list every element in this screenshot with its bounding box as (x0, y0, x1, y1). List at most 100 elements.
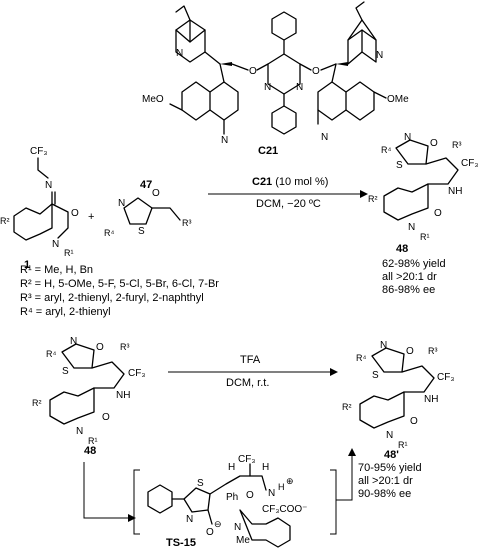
ts-cf3: CF₃ (238, 454, 255, 465)
reagent-47-structure: N S O R³ R⁴ (104, 188, 192, 238)
product48p-n: N (380, 340, 387, 351)
product48-n: N (404, 132, 411, 143)
product48p-o2: O (410, 416, 418, 427)
start48-n: N (70, 336, 77, 347)
start-48-structure: R⁴ N O S R³ CF₃ NH O N R¹ R² (32, 336, 145, 446)
reagent1-label: 1 (24, 259, 30, 271)
start48-r3: R³ (120, 342, 130, 352)
ts-nh: N (268, 488, 275, 499)
reaction2-ee: 90-98% ee (358, 488, 412, 500)
product-48prime-structure: R⁴ N O S R³ CF₃ NH O N R¹ R² (342, 340, 454, 450)
catalyst-o-left: O (249, 66, 257, 77)
ts-s: S (197, 478, 204, 489)
ts-plus: ⊕ (286, 476, 294, 486)
start48-nh: NH (116, 390, 130, 401)
start48-n2: N (76, 426, 83, 437)
reagent47-o: O (152, 188, 160, 199)
reaction1-catalyst-cond: C21 (10 mol %) (252, 176, 328, 188)
ts-anion: CF₃COO⁻ (262, 504, 307, 515)
reaction1-yield: 62-98% yield (382, 258, 446, 270)
product48p-cf3: CF₃ (437, 372, 454, 383)
start48-s: S (62, 366, 69, 377)
product48p-label: 48' (384, 449, 399, 461)
catalyst-pyrimidine-n1: N (264, 82, 271, 93)
start48-cf3: CF₃ (128, 368, 145, 379)
reaction2-acid: TFA (240, 354, 261, 366)
ts-h2: H (262, 462, 269, 473)
ts-ph: Ph (226, 492, 238, 503)
ts-nme: Me (236, 535, 250, 546)
reagent1-r2: R² (0, 216, 10, 226)
reagent1-cf3: CF₃ (30, 146, 47, 157)
catalyst-quinoline-n-left: N (221, 135, 228, 146)
ts-h1: H (228, 462, 235, 473)
reagent47-label: 47 (140, 179, 152, 191)
product48-r3: R³ (452, 140, 462, 150)
start48-o2: O (102, 412, 110, 423)
product-48-structure: R⁴ N O S R³ CF₃ NH O N R¹ R² (368, 132, 478, 242)
reagent47-r4: R⁴ (104, 228, 114, 238)
reaction2-yield: 70-95% yield (358, 462, 422, 474)
substituent-r3: R³ = aryl, 2-thienyl, 2-furyl, 2-naphthy… (20, 292, 204, 304)
product48p-nh: NH (424, 394, 438, 405)
ts-o-charge: ⊖ (214, 519, 222, 529)
reaction1-catalyst-loading: (10 mol %) (272, 176, 329, 188)
ts-o-minus: O (206, 527, 214, 538)
ts-h-plus: H (278, 482, 285, 492)
reagent1-r1: R¹ (64, 248, 74, 258)
reagent1-n: N (52, 239, 59, 250)
substituent-r2: R² = H, 5-OMe, 5-F, 5-Cl, 5-Br, 6-Cl, 7-… (20, 278, 219, 290)
ts-n: N (186, 514, 193, 525)
product48-label: 48 (396, 243, 409, 255)
reagent1-o: O (71, 208, 79, 219)
product48-r4: R⁴ (381, 145, 391, 155)
reagent-1-structure: CF₃ N O N R¹ R² (0, 146, 79, 258)
ts-arrow-out (336, 454, 353, 501)
start48-o: O (96, 342, 104, 353)
ts-label: TS-15 (166, 537, 196, 549)
product48p-r3: R³ (428, 346, 438, 356)
ts-15-structure: S N O ⊖ H H CF₃ Ph O N H ⊕ CF₃COO⁻ N Me (147, 454, 307, 548)
catalyst-pyrimidine-n2: N (296, 82, 303, 93)
ts-bracket-left (133, 469, 140, 535)
product48-cf3: CF₃ (461, 158, 478, 169)
product48-o: O (430, 138, 438, 149)
reagent47-s: S (138, 226, 145, 237)
reaction1-dr: all >20:1 dr (382, 271, 437, 283)
catalyst-ome-right: OMe (387, 94, 409, 105)
ts-oxindole-n: N (234, 522, 241, 533)
product48p-o: O (406, 346, 414, 357)
catalyst-n-right: N (376, 50, 383, 61)
reaction2-dr: all >20:1 dr (358, 475, 413, 487)
start48-r2: R² (32, 398, 42, 408)
product48-o2: O (434, 208, 442, 219)
reagent1-imine-n: N (45, 180, 52, 191)
product48p-s: S (372, 370, 379, 381)
product48-n2: N (408, 222, 415, 233)
ts-arrow-in (83, 462, 128, 519)
reagent47-n: N (118, 198, 125, 209)
reaction2-solvent: DCM, r.t. (226, 377, 270, 389)
reagent47-r3: R³ (182, 218, 192, 228)
start48-r1: R¹ (88, 436, 98, 446)
ts-ho: O (246, 490, 254, 501)
product48-r1: R¹ (420, 232, 430, 242)
product48-nh: NH (448, 186, 462, 197)
substituent-r4: R⁴ = aryl, 2-thienyl (20, 306, 111, 318)
catalyst-ome-left: MeO (142, 94, 164, 105)
product48p-n2: N (386, 430, 393, 441)
reaction1-catalyst-name: C21 (252, 176, 273, 188)
catalyst-label: C21 (258, 145, 278, 157)
reaction1-ee: 86-98% ee (382, 284, 436, 296)
start48-r4: R⁴ (46, 349, 56, 359)
product48-r2: R² (368, 194, 378, 204)
catalyst-quinoline-n-right: N (321, 132, 328, 143)
catalyst-n-left: N (176, 48, 183, 59)
product48p-r1: R¹ (398, 440, 408, 450)
ts-bracket-right (330, 469, 337, 535)
substituent-r1: R¹ = Me, H, Bn (20, 264, 94, 276)
catalyst-c21-structure: N N MeO O N N O N (142, 1, 409, 146)
product48p-r2: R² (342, 402, 352, 412)
reaction1-solvent-temp: DCM, −20 ºC (256, 198, 321, 210)
